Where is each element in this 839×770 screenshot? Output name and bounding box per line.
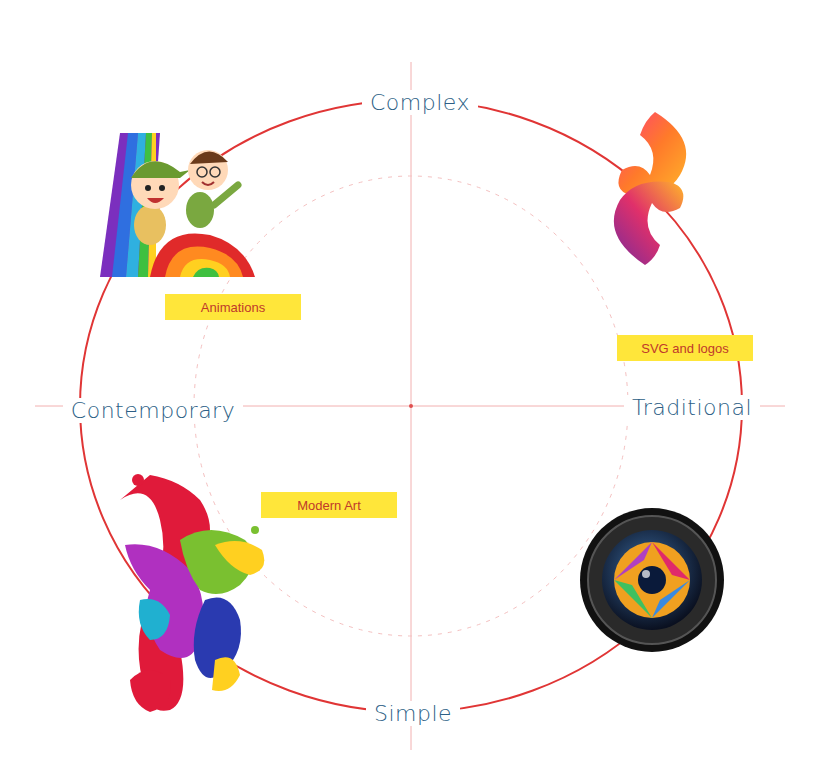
inner-dashed-circle: [194, 176, 628, 636]
cartoon-illustration: [100, 133, 255, 277]
axis-label: Complex: [362, 90, 478, 115]
category-box: Animations: [165, 294, 301, 320]
category-label: SVG and logos: [641, 341, 728, 356]
category-box: SVG and logos: [617, 335, 753, 361]
category-label: Animations: [201, 300, 265, 315]
camera-lens: [580, 508, 724, 652]
paint-splash: [120, 474, 264, 712]
category-box: Modern Art: [261, 492, 397, 518]
axis-label: Contemporary: [63, 398, 243, 423]
category-label: Modern Art: [297, 498, 361, 513]
axis-label: Simple: [366, 701, 460, 726]
center-dot: [409, 404, 413, 408]
swirl-logo: [614, 112, 686, 265]
axis-label: Traditional: [624, 395, 760, 420]
